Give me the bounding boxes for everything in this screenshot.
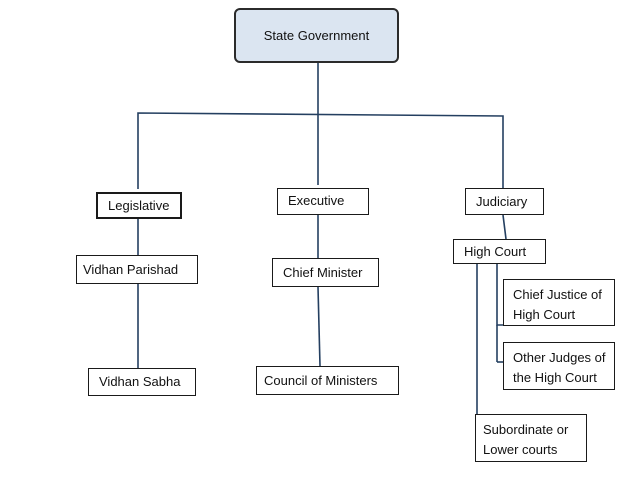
connector-horizontal-bar [137, 112, 504, 189]
connector-cm-to-council [317, 286, 321, 367]
high-court-label: High Court [464, 243, 527, 259]
judiciary-label: Judiciary [476, 193, 528, 209]
legislative-label: Legislative [108, 197, 170, 213]
connector-judiciary-to-highcourt [502, 214, 507, 240]
vidhan-sabha-box: Vidhan Sabha [88, 368, 196, 396]
other-judges-box: Other Judges of the High Court [503, 342, 615, 390]
vidhan-parishad-box: Vidhan Parishad [76, 255, 198, 284]
subordinate-courts-box: Subordinate or Lower courts [475, 414, 587, 462]
executive-box: Executive [277, 188, 369, 215]
council-of-ministers-box: Council of Ministers [256, 366, 399, 395]
vidhan-parishad-label: Vidhan Parishad [83, 261, 179, 277]
chief-justice-box: Chief Justice of High Court [503, 279, 615, 326]
high-court-box: High Court [453, 239, 546, 264]
vidhan-sabha-label: Vidhan Sabha [99, 374, 181, 389]
subordinate-courts-label: Subordinate or Lower courts [483, 422, 569, 457]
state-government-box: State Government [234, 8, 399, 63]
chief-minister-label: Chief Minister [283, 264, 363, 280]
legislative-box: Legislative [96, 192, 182, 219]
other-judges-label: Other Judges of the High Court [513, 350, 606, 385]
executive-label: Executive [288, 193, 345, 208]
state-government-label: State Government [263, 27, 370, 43]
chief-minister-box: Chief Minister [272, 258, 379, 287]
chief-justice-label: Chief Justice of High Court [513, 287, 602, 322]
council-of-ministers-label: Council of Ministers [264, 372, 378, 388]
judiciary-box: Judiciary [465, 188, 544, 215]
